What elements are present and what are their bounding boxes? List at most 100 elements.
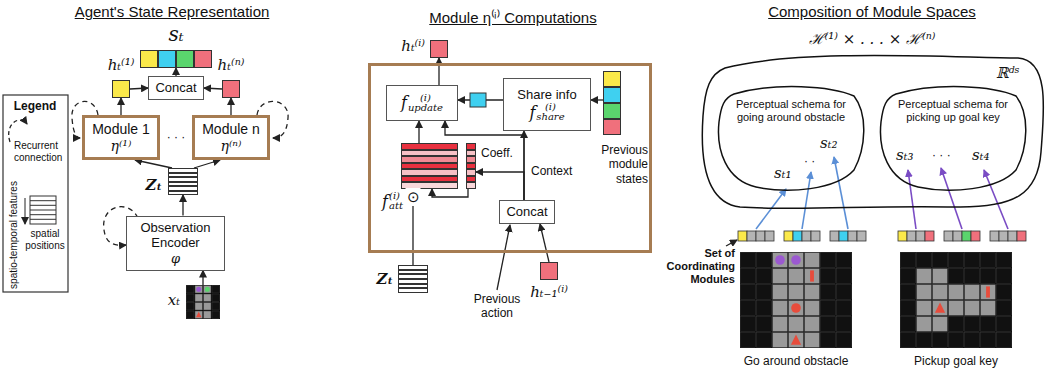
panel-title: Composition of Module Spaces	[768, 3, 976, 20]
grid-cell	[805, 269, 820, 284]
key-marker	[986, 286, 990, 297]
text-row: η⁽¹⁾	[92, 138, 150, 155]
grid-cell	[981, 269, 996, 284]
vector-cell	[222, 80, 240, 98]
math-symbol: f(i)share	[529, 102, 564, 122]
text-block: Concat	[506, 204, 547, 220]
process-box: f(i)update	[386, 85, 458, 121]
grid-cell	[965, 269, 980, 284]
vector-cell	[401, 150, 458, 157]
connector	[202, 271, 203, 286]
grid-cell	[805, 253, 820, 268]
module-state-vector	[738, 231, 1026, 241]
grid-cell	[773, 333, 788, 348]
panel-title: Agent's State Representation	[75, 3, 270, 20]
box-text: Concat	[155, 80, 196, 95]
grid-cell	[789, 285, 804, 300]
module-state-vector	[953, 231, 962, 241]
grid-cell	[204, 286, 212, 294]
grid-cell	[965, 317, 980, 332]
module-box: Module 1η⁽¹⁾	[82, 115, 160, 160]
module-state-vector	[898, 231, 907, 241]
text-block: Share infof(i)share	[517, 87, 576, 123]
module-to-state-arrow	[834, 157, 848, 229]
legend-frame	[30, 196, 56, 224]
input-arrow	[497, 225, 510, 290]
module-state: hₜ⁽ⁱ⁾	[430, 40, 448, 58]
node-label: sₜ₄	[972, 146, 989, 164]
grid-cell	[981, 301, 996, 316]
grid-cell	[187, 294, 195, 302]
vector-cell	[112, 80, 130, 98]
box-text: Observation Encoder	[140, 220, 210, 251]
legend-frame	[30, 214, 56, 215]
text-block: f(i)update	[401, 93, 443, 113]
grid-cell	[212, 311, 220, 319]
node-label: xₜ	[168, 291, 180, 309]
grid-cell	[204, 303, 212, 311]
grid-cell	[789, 333, 804, 348]
vector-cell	[401, 169, 458, 176]
node-label: sₜ₃	[896, 146, 913, 164]
object-marker	[791, 255, 801, 265]
legend-frame	[30, 219, 56, 220]
text-row: Concat	[506, 204, 547, 220]
node-label: Zₜ	[145, 176, 162, 194]
module-state-vector	[848, 231, 857, 241]
box-text: Concat	[506, 204, 547, 219]
text-block: Observation Encoderφ	[133, 220, 218, 267]
gridworld-drawing	[740, 252, 852, 348]
vector-cell	[466, 143, 476, 150]
grid-cell	[187, 303, 195, 311]
grid-cell	[187, 286, 195, 294]
module-to-state-arrow	[908, 168, 1008, 229]
module-state-vector	[1008, 231, 1017, 241]
region-outline	[718, 87, 863, 191]
grid-cell	[933, 301, 948, 316]
node-label: Module η⁽ⁱ⁾ Computations	[429, 7, 596, 27]
module-to-state-arrow	[908, 170, 916, 229]
connector	[540, 224, 549, 262]
vector-cell	[466, 176, 476, 183]
grid-cell	[741, 317, 756, 332]
grid-cell	[901, 285, 916, 300]
grid-background	[740, 252, 852, 348]
box-text: Share info	[517, 87, 576, 102]
grid-cell	[949, 301, 964, 316]
math-base: f	[529, 103, 535, 122]
grid-cell	[933, 253, 948, 268]
module-to-state-arrow	[802, 172, 811, 229]
module-state: hₜ₋₁⁽ⁱ⁾	[540, 262, 558, 280]
grid-cell	[933, 285, 948, 300]
grid-cell	[741, 253, 756, 268]
vector-cell	[540, 262, 558, 280]
module-state-vector	[990, 231, 999, 241]
observation-image: xₜ	[186, 285, 220, 319]
grid-cell	[837, 317, 852, 332]
shared-info-vector	[470, 93, 486, 107]
grid-cell	[901, 301, 916, 316]
box-text: Module n	[202, 121, 260, 137]
feature-stack: Zₜ	[398, 265, 428, 293]
connector	[230, 98, 231, 115]
grid-cell	[949, 333, 964, 348]
grid-cell	[773, 301, 788, 316]
subscript: att	[389, 201, 403, 211]
module-state-vector	[944, 231, 953, 241]
grid-background	[186, 285, 220, 319]
vector-cell	[466, 169, 476, 176]
subscript: update	[408, 103, 443, 113]
legend-frame	[3, 95, 68, 292]
box-text: η⁽ⁿ⁾	[221, 138, 242, 154]
grid-cell	[757, 301, 772, 316]
math-symbol: f(i)update	[401, 93, 443, 113]
text-row: f(i)share	[517, 102, 576, 122]
superscript: (i)	[408, 93, 443, 103]
concat-box: Concat	[148, 76, 204, 100]
vector-cell	[466, 150, 476, 157]
grid-cell	[949, 285, 964, 300]
node-label: Perceptual schema for going around obsta…	[728, 98, 854, 124]
vector-cell	[603, 71, 621, 87]
module-state-vector	[839, 231, 848, 241]
